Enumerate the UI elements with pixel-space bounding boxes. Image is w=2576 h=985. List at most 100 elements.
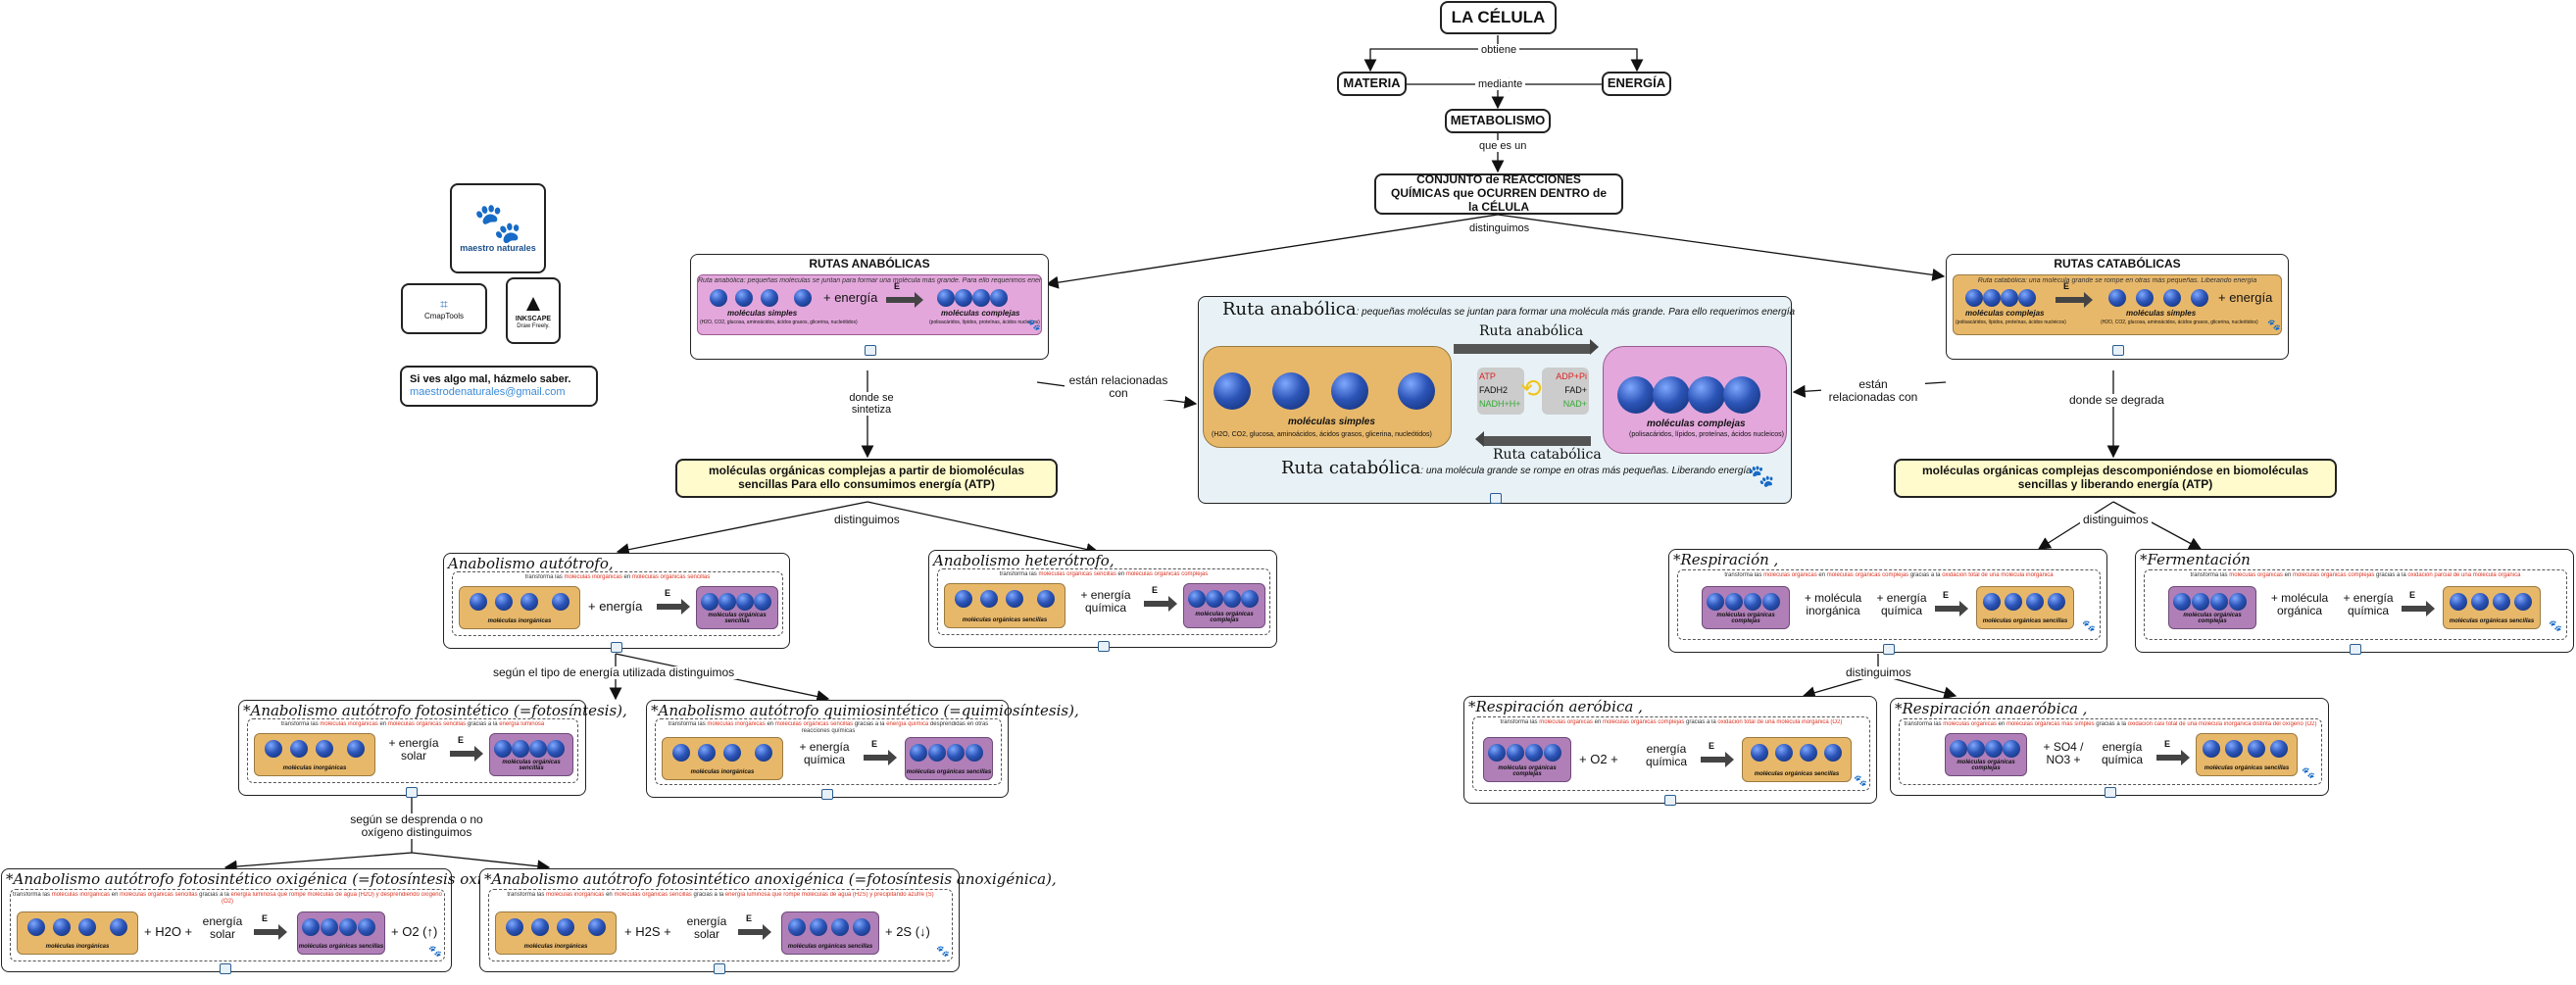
product-label: moléculas orgánicas sencillas	[1982, 618, 2068, 624]
concept-map-icon[interactable]	[2105, 787, 2116, 798]
center-complex-sub: (polisacáridos, lípidos, proteínas, ácid…	[1629, 431, 1784, 438]
center-diagram[interactable]: Ruta anabólica: pequeñas moléculas se ju…	[1198, 296, 1796, 504]
product-label: moléculas orgánicas sencillas	[787, 944, 873, 950]
panel-anaerobica[interactable]: *Respiración anaeróbica , transforma las…	[1890, 698, 2329, 798]
node-catabolic-result[interactable]: moléculas orgánicas complejas descomponi…	[1894, 459, 2337, 498]
reactant-label: moléculas inorgánicas	[282, 765, 347, 771]
product-label: moléculas orgánicas sencillas	[906, 769, 992, 775]
molecule-ball	[1223, 590, 1241, 608]
node-matter[interactable]: MATERIA	[1337, 72, 1407, 96]
panel-fermentacion[interactable]: *Fermentación transforma las moléculas o…	[2135, 549, 2574, 655]
product-box: moléculas orgánicas sencillas	[781, 911, 879, 955]
concept-map-icon[interactable]	[611, 642, 622, 653]
link-obtiene: obtiene	[1478, 44, 1520, 57]
node-metabolism[interactable]: METABOLISMO	[1445, 109, 1551, 133]
molecule-ball	[302, 918, 320, 936]
reactant-box: moléculas inorgánicas	[254, 733, 375, 776]
reactant-label: moléculas orgánicas complejas	[1498, 765, 1557, 777]
molecule-ball	[2203, 740, 2220, 758]
email-link[interactable]: maestrodenaturales@gmail.com	[410, 386, 566, 398]
panel-quimiosintetico[interactable]: *Anabolismo autótrofo quimiosintético (=…	[646, 700, 1079, 800]
concept-map-icon[interactable]	[1098, 641, 1110, 652]
molecule-ball	[1762, 593, 1780, 611]
concept-map-icon[interactable]	[2112, 345, 2124, 356]
panel-anaerobica-title: *Respiración anaeróbica ,	[1895, 700, 2088, 717]
reactant-box: moléculas inorgánicas	[495, 911, 617, 955]
anabolic-routes-title: RUTAS ANABÓLICAS	[809, 257, 930, 271]
molecule-ball	[853, 918, 870, 936]
product-box: moléculas orgánicas sencillas	[297, 911, 385, 955]
link-distinguimos-resp: distinguimos	[1843, 665, 1914, 680]
node-anabolic-result[interactable]: moléculas orgánicas complejas a partir d…	[675, 459, 1058, 498]
node-cell[interactable]: LA CÉLULA	[1440, 1, 1557, 34]
molecule-ball	[53, 918, 71, 936]
center-anabolic-title: Ruta anabólica	[1222, 299, 1357, 320]
molecule-ball	[110, 918, 127, 936]
molecule-ball	[1983, 289, 2001, 307]
concept-map-icon[interactable]	[406, 787, 418, 798]
molecule-ball	[1985, 740, 2003, 758]
anabolic-routes-box[interactable]: RUTAS ANABÓLICAS Ruta anabólica: pequeña…	[690, 254, 1049, 360]
panel-oxigenica[interactable]: *Anabolismo autótrofo fotosintético oxig…	[1, 868, 541, 974]
reactant-label: moléculas inorgánicas	[487, 618, 552, 624]
molecule-ball	[794, 289, 812, 307]
concept-map-icon[interactable]	[2350, 644, 2361, 655]
energy-key: E	[458, 735, 465, 745]
mid-label-2: + energía química	[2343, 591, 2394, 617]
molecule-ball	[529, 740, 547, 758]
catabolic-routes-inner: Ruta catabólica: una molécula grande se …	[1953, 274, 2282, 335]
cmaptools-logo: ⌗ CmapTools	[401, 283, 487, 334]
concept-map-icon[interactable]	[220, 963, 231, 974]
panel-respiracion[interactable]: *Respiración , transforma las moléculas …	[1668, 549, 2107, 655]
panel-fotosintetico[interactable]: *Anabolismo autótrofo fotosintético (=fo…	[238, 700, 627, 798]
adp-box: ADP+Pi FAD+ NAD+	[1542, 368, 1589, 415]
concept-map-icon[interactable]	[1664, 795, 1676, 806]
center-anabolic-text: : pequeñas moléculas se juntan para form…	[1356, 307, 1796, 318]
mid-label-1: + molécula inorgánica	[1804, 591, 1862, 617]
plus-energy: + energía	[823, 290, 878, 305]
reactant-label: moléculas orgánicas sencillas	[962, 617, 1048, 623]
center-anabolic-heading: Ruta anabólica: pequeñas moléculas se ju…	[1222, 299, 1796, 320]
panel-fermentacion-title: *Fermentación	[2140, 551, 2251, 568]
catabolic-routes-box[interactable]: RUTAS CATABÓLICAS Ruta catabólica: una m…	[1946, 254, 2289, 360]
concept-map-icon[interactable]	[1883, 644, 1895, 655]
panel-fotosintetico-inner: transforma las moléculas inorgánicas en …	[247, 718, 578, 783]
product-label: moléculas orgánicas sencillas	[502, 760, 561, 771]
molecule-ball	[1688, 376, 1725, 414]
molecule-ball	[470, 593, 487, 611]
inkscape-text: INKSCAPE	[515, 315, 552, 322]
molecule-ball	[972, 289, 990, 307]
paw-icon: 🐾	[1027, 320, 1041, 331]
center-complex-label: moléculas complejas	[1647, 419, 1746, 429]
center-catabolic-text: : una molécula grande se rompe en otras …	[1420, 466, 1752, 476]
reactant-box: moléculas orgánicas complejas	[2168, 586, 2256, 629]
panel-anoxigenica[interactable]: *Anabolismo autótrofo fotosintético anox…	[479, 868, 1057, 974]
product-box: moléculas orgánicas sencillas	[2196, 733, 2298, 776]
concept-map-icon[interactable]	[865, 345, 876, 356]
molecule-ball	[2136, 289, 2154, 307]
concept-map-icon[interactable]	[1490, 493, 1502, 504]
node-energy[interactable]: ENERGÍA	[1602, 72, 1671, 96]
panel-aerobica[interactable]: *Respiración aeróbica , transforma las m…	[1463, 696, 1877, 806]
panel-aerobica-title: *Respiración aeróbica ,	[1468, 698, 1643, 715]
molecule-ball	[2471, 593, 2489, 611]
concept-map-icon[interactable]	[714, 963, 725, 974]
paw-icon: 🐾	[1748, 464, 1775, 488]
nad-label: NAD+	[1562, 399, 1587, 409]
panel-anaerobica-inner: transforma las moléculas orgánicas en mo…	[1899, 718, 2322, 785]
molecule-ball	[1272, 372, 1310, 410]
concept-map-icon[interactable]	[821, 789, 833, 800]
reaction-arrow	[886, 292, 923, 308]
molecule-ball	[1331, 372, 1368, 410]
energy-key: E	[262, 913, 269, 923]
molecule-ball	[2018, 289, 2036, 307]
tail-label: + O2 (↑)	[391, 924, 438, 939]
link-tipo-energia: según el tipo de energía utilizada disti…	[490, 665, 738, 680]
product-box: moléculas orgánicas sencillas	[1742, 737, 1852, 782]
panel-heterotrofo[interactable]: Anabolismo heterótrofo, transforma las m…	[928, 550, 1277, 652]
panel-autotrofo[interactable]: Anabolismo autótrofo, transforma las mol…	[443, 553, 790, 653]
node-reactions[interactable]: CONJUNTO de REACCIONES QUÍMICAS que OCUR…	[1374, 172, 1623, 215]
simple-sub: (H2O, CO2, glucosa, aminoácidos, ácidos …	[2101, 320, 2258, 325]
molecule-ball	[966, 744, 983, 762]
molecule-ball	[990, 289, 1008, 307]
